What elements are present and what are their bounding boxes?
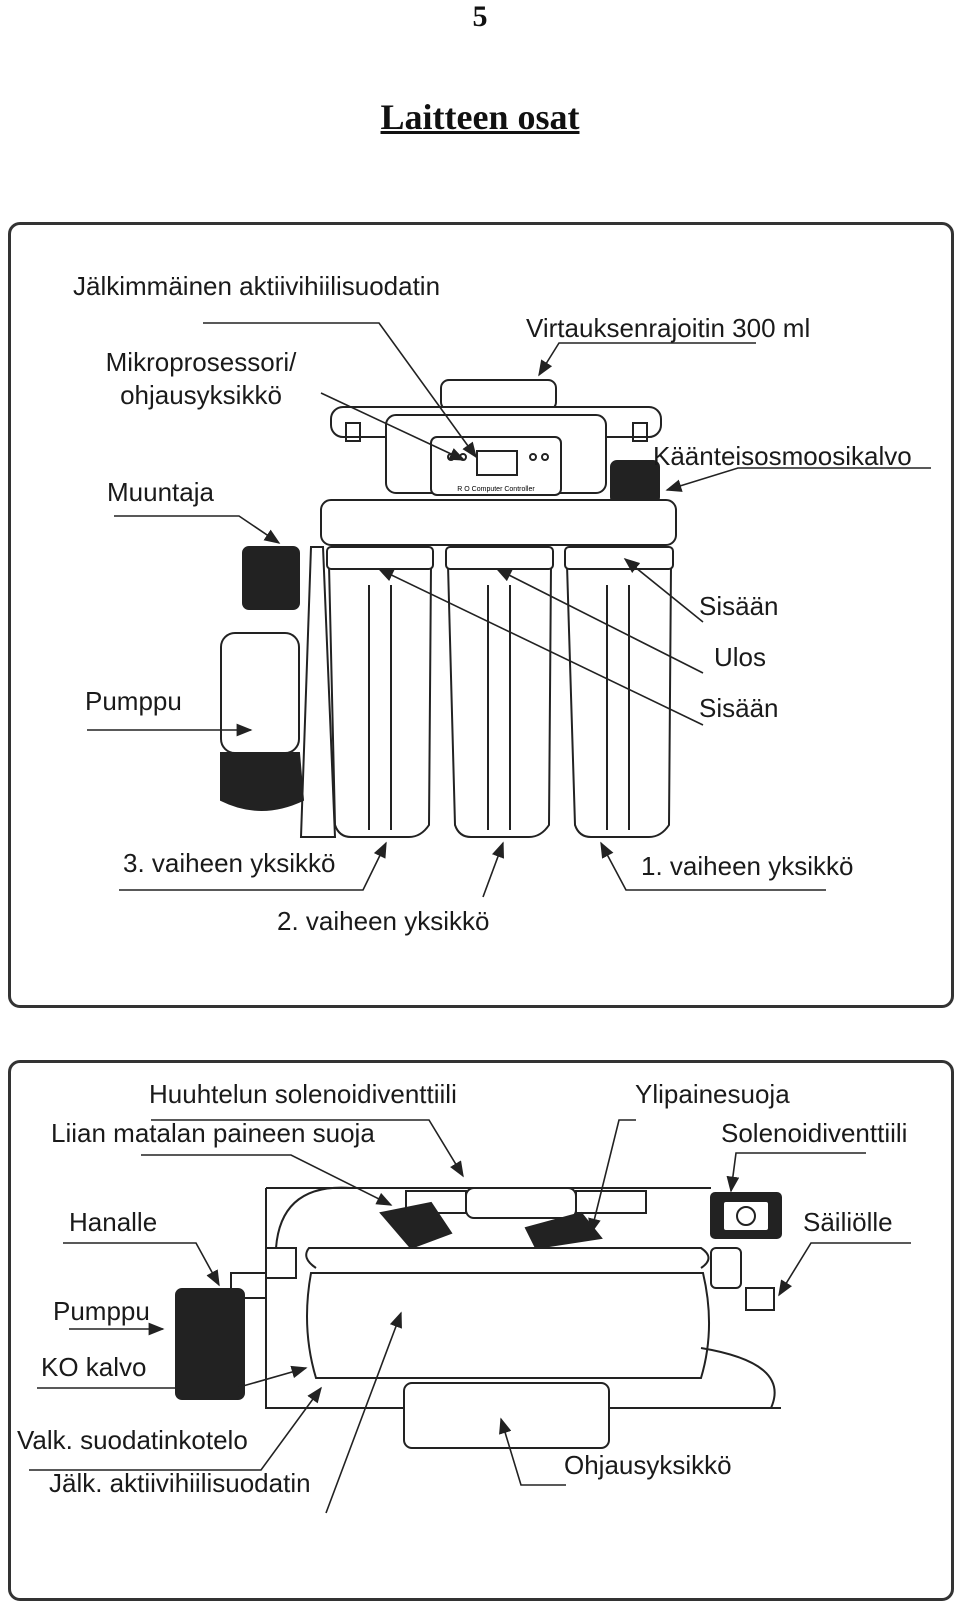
membrane-end-cap bbox=[610, 460, 660, 504]
flush-solenoid-shape bbox=[379, 1201, 453, 1250]
pump-shape bbox=[220, 632, 300, 754]
stage3-housing bbox=[327, 564, 433, 838]
label-stage3-unit: 3. vaiheen yksikkö bbox=[123, 848, 336, 878]
page-title: Laitteen osat bbox=[380, 97, 580, 137]
label-inlet-top: Sisään bbox=[699, 591, 779, 621]
label-control-unit: Ohjausyksikkö bbox=[564, 1450, 732, 1480]
label-ro-membrane: Käänteisosmoosikalvo bbox=[653, 441, 912, 471]
label-transformer: Muuntaja bbox=[107, 477, 214, 507]
diagram-panel-lower: Huuhtelun solenoidiventtiili Ylipainesuo… bbox=[8, 1060, 954, 1601]
label-outlet: Ulos bbox=[714, 642, 767, 672]
ro-system-top-illustration bbox=[29, 1119, 911, 1514]
overpressure-switch-shape bbox=[524, 1211, 603, 1250]
label-stage1-unit: 1. vaiheen yksikkö bbox=[641, 851, 854, 881]
label-pump: Pumppu bbox=[85, 686, 182, 716]
label-stage2-unit: 2. vaiheen yksikkö bbox=[277, 906, 490, 936]
label-flush-solenoid-valve: Huuhtelun solenoidiventtiili bbox=[149, 1079, 457, 1109]
flow-restrictor-shape bbox=[440, 379, 557, 411]
label-overpressure-switch: Ylipainesuoja bbox=[635, 1079, 790, 1109]
label-inlet-bottom: Sisään bbox=[699, 693, 779, 723]
label-pump: Pumppu bbox=[53, 1296, 150, 1326]
stage2-housing bbox=[446, 564, 553, 838]
label-control-unit: ohjausyksikkö bbox=[120, 380, 282, 410]
label-solenoid-valve: Solenoidiventtiili bbox=[721, 1118, 908, 1148]
label-low-pressure-switch: Liian matalan paineen suoja bbox=[51, 1118, 375, 1148]
label-ro-membrane: KO kalvo bbox=[41, 1352, 147, 1382]
stage1-housing bbox=[565, 564, 673, 838]
ro-membrane-housing bbox=[306, 1272, 711, 1379]
label-microprocessor: Mikroprosessori/ bbox=[105, 347, 297, 377]
ro-system-front-illustration: R O Computer Controller bbox=[87, 322, 931, 898]
label-white-filter-housing: Valk. suodatinkotelo bbox=[17, 1425, 248, 1455]
pump-shape bbox=[175, 1288, 245, 1400]
label-post-carbon-filter: Jälkimmäinen aktiivihiilisuodatin bbox=[73, 271, 441, 301]
label-post-carbon-filter: Jälk. aktiivihiilisuodatin bbox=[49, 1468, 311, 1498]
label-flow-restrictor: Virtauksenrajoitin 300 ml bbox=[526, 313, 811, 343]
label-to-faucet: Hanalle bbox=[69, 1207, 158, 1237]
controller-caption: R O Computer Controller bbox=[457, 486, 535, 493]
control-unit-shape bbox=[403, 1382, 610, 1449]
diagram-panel-upper: R O Computer Controller Jälkimmäinen akt… bbox=[8, 222, 954, 1008]
label-to-tank: Säiliölle bbox=[803, 1207, 893, 1237]
transformer-shape bbox=[242, 546, 300, 610]
page-number: 5 bbox=[472, 0, 488, 33]
